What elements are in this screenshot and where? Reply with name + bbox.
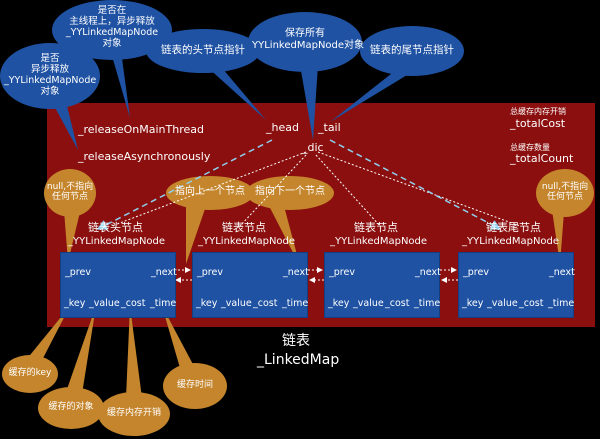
callout-prev-ptr-shape <box>166 176 254 264</box>
release-async-label: _releaseAsynchronously <box>78 150 211 163</box>
callout-next-null-line-2: 任何节点 <box>546 192 583 203</box>
callout-dic: 保存所有 YYLinkedMapNode对象 <box>252 28 365 51</box>
callout-async-line-1: 是否 <box>40 53 60 64</box>
callout-cost: 缓存内存开销 <box>106 408 161 418</box>
node-value-field: _value <box>353 298 384 309</box>
node-title-4: 链表尾节点 <box>486 221 541 234</box>
callout-head-ptr: 链表的头节点指针 <box>161 44 245 56</box>
node-prev-field: _prev <box>329 267 355 278</box>
node-value-field: _value <box>487 298 518 309</box>
tail-arrow <box>329 139 502 230</box>
node-cost-field: _cost <box>519 298 544 309</box>
node-links <box>174 267 458 283</box>
head-arrow <box>96 139 273 230</box>
callout-prev-null: null,不指向 任何节点 <box>46 182 94 203</box>
callout-time: 缓存时间 <box>176 380 213 390</box>
total-count-label: _totalCount <box>510 152 574 165</box>
node-title-1: 链表头节点 <box>88 221 143 234</box>
total-count-desc: 总缓存数量 <box>510 143 550 152</box>
total-cost-label: _totalCost <box>510 117 566 130</box>
node-time-field: _time <box>150 298 177 309</box>
linked-map-node-4: _prev _next _key _value _cost _time <box>458 252 575 318</box>
tail-label: _tail <box>318 121 341 134</box>
callout-main-thread-shape <box>52 0 172 118</box>
callout-prev-null-line-1: null,不指向 <box>46 182 94 192</box>
callout-async-line-2: 异步释放 <box>30 63 69 75</box>
callout-dic-line-1: 保存所有 <box>285 28 325 39</box>
callout-next-null: null,不指向 任何节点 <box>538 182 592 203</box>
callout-main-thread-line-4: 对象 <box>102 37 122 49</box>
linked-map-node-1: _prev _next _key _value _cost _time <box>60 252 177 318</box>
node-title-2: 链表节点 <box>222 221 266 234</box>
callout-next-ptr-shape <box>246 176 334 266</box>
node-key-field: _key <box>462 298 484 309</box>
node-time-field: _time <box>548 298 575 309</box>
callout-key-shape <box>2 306 70 393</box>
callout-prev-null-shape <box>44 169 96 262</box>
callout-tail-ptr-shape <box>330 26 464 122</box>
linked-map-node-2: _prev _next _key _value _cost _time <box>192 252 309 318</box>
node-time-field: _time <box>414 298 441 309</box>
callout-main-thread: 是否在 主线程上，异步释放 _YYLinkedMapNode 对象 <box>62 5 162 50</box>
node-cost-field: _cost <box>121 298 146 309</box>
node-cost-field: _cost <box>385 298 410 309</box>
footer-class-name: _LinkedMap <box>257 352 340 368</box>
callout-next-null-line-1: null,不指向 <box>541 182 589 192</box>
callout-value: 缓存的对象 <box>48 402 94 412</box>
footer-title: 链表 <box>282 333 310 349</box>
node-value-field: _value <box>221 298 252 309</box>
callout-main-thread-line-3: _YYLinkedMapNode <box>65 26 159 38</box>
node-next-field: _next <box>151 267 177 278</box>
callout-async-line-3: _YYLinkedMapNode <box>4 74 97 86</box>
callout-prev-ptr: 指向上一个节点 <box>175 186 245 197</box>
node-next-field: _next <box>549 267 575 278</box>
callout-value-shape <box>38 306 104 429</box>
node-class-1: _YYLinkedMapNode <box>68 236 166 247</box>
callout-dic-line-2: YYLinkedMapNode对象 <box>252 39 365 51</box>
total-cost-desc: 总缓存内存开销 <box>510 107 566 116</box>
callout-prev-null-line-2: 任何节点 <box>51 192 88 203</box>
callout-async: 是否 异步释放 _YYLinkedMapNode 对象 <box>4 53 97 98</box>
release-on-main-label: _releaseOnMainThread <box>78 123 204 136</box>
callout-time-shape <box>162 306 227 409</box>
callout-async-shape <box>0 43 100 150</box>
node-value-field: _value <box>89 298 120 309</box>
node-class-2: _YYLinkedMapNode <box>198 236 296 247</box>
callout-tail-ptr: 链表的尾节点指针 <box>370 44 454 56</box>
node-key-field: _key <box>64 298 86 309</box>
node-key-field: _key <box>196 298 218 309</box>
node-next-field: _next <box>283 267 309 278</box>
dic-label: _dic <box>302 141 324 154</box>
node-title-3: 链表节点 <box>354 221 398 234</box>
node-next-field: _next <box>415 267 441 278</box>
node-class-4: _YYLinkedMapNode <box>462 236 560 247</box>
callout-async-line-4: 对象 <box>40 85 60 97</box>
node-prev-field: _prev <box>463 267 489 278</box>
node-time-field: _time <box>282 298 309 309</box>
node-prev-field: _prev <box>197 267 223 278</box>
linked-map-node-3: _prev _next _key _value _cost _time <box>324 252 441 318</box>
callout-next-null-shape <box>536 169 594 264</box>
dic-links <box>111 151 521 227</box>
callout-main-thread-line-1: 是否在 <box>97 5 127 16</box>
node-prev-field: _prev <box>65 267 91 278</box>
node-class-3: _YYLinkedMapNode <box>330 236 428 247</box>
node-key-field: _key <box>328 298 350 309</box>
callout-main-thread-line-2: 主线程上，异步释放 <box>69 15 155 27</box>
node-cost-field: _cost <box>253 298 278 309</box>
callout-next-ptr: 指向下一个节点 <box>255 186 325 197</box>
callout-cost-shape <box>98 306 170 436</box>
callout-dic-shape <box>248 12 362 140</box>
callout-key: 缓存的key <box>8 368 52 378</box>
head-label: _head <box>266 121 299 134</box>
callout-head-ptr-shape <box>146 29 266 120</box>
